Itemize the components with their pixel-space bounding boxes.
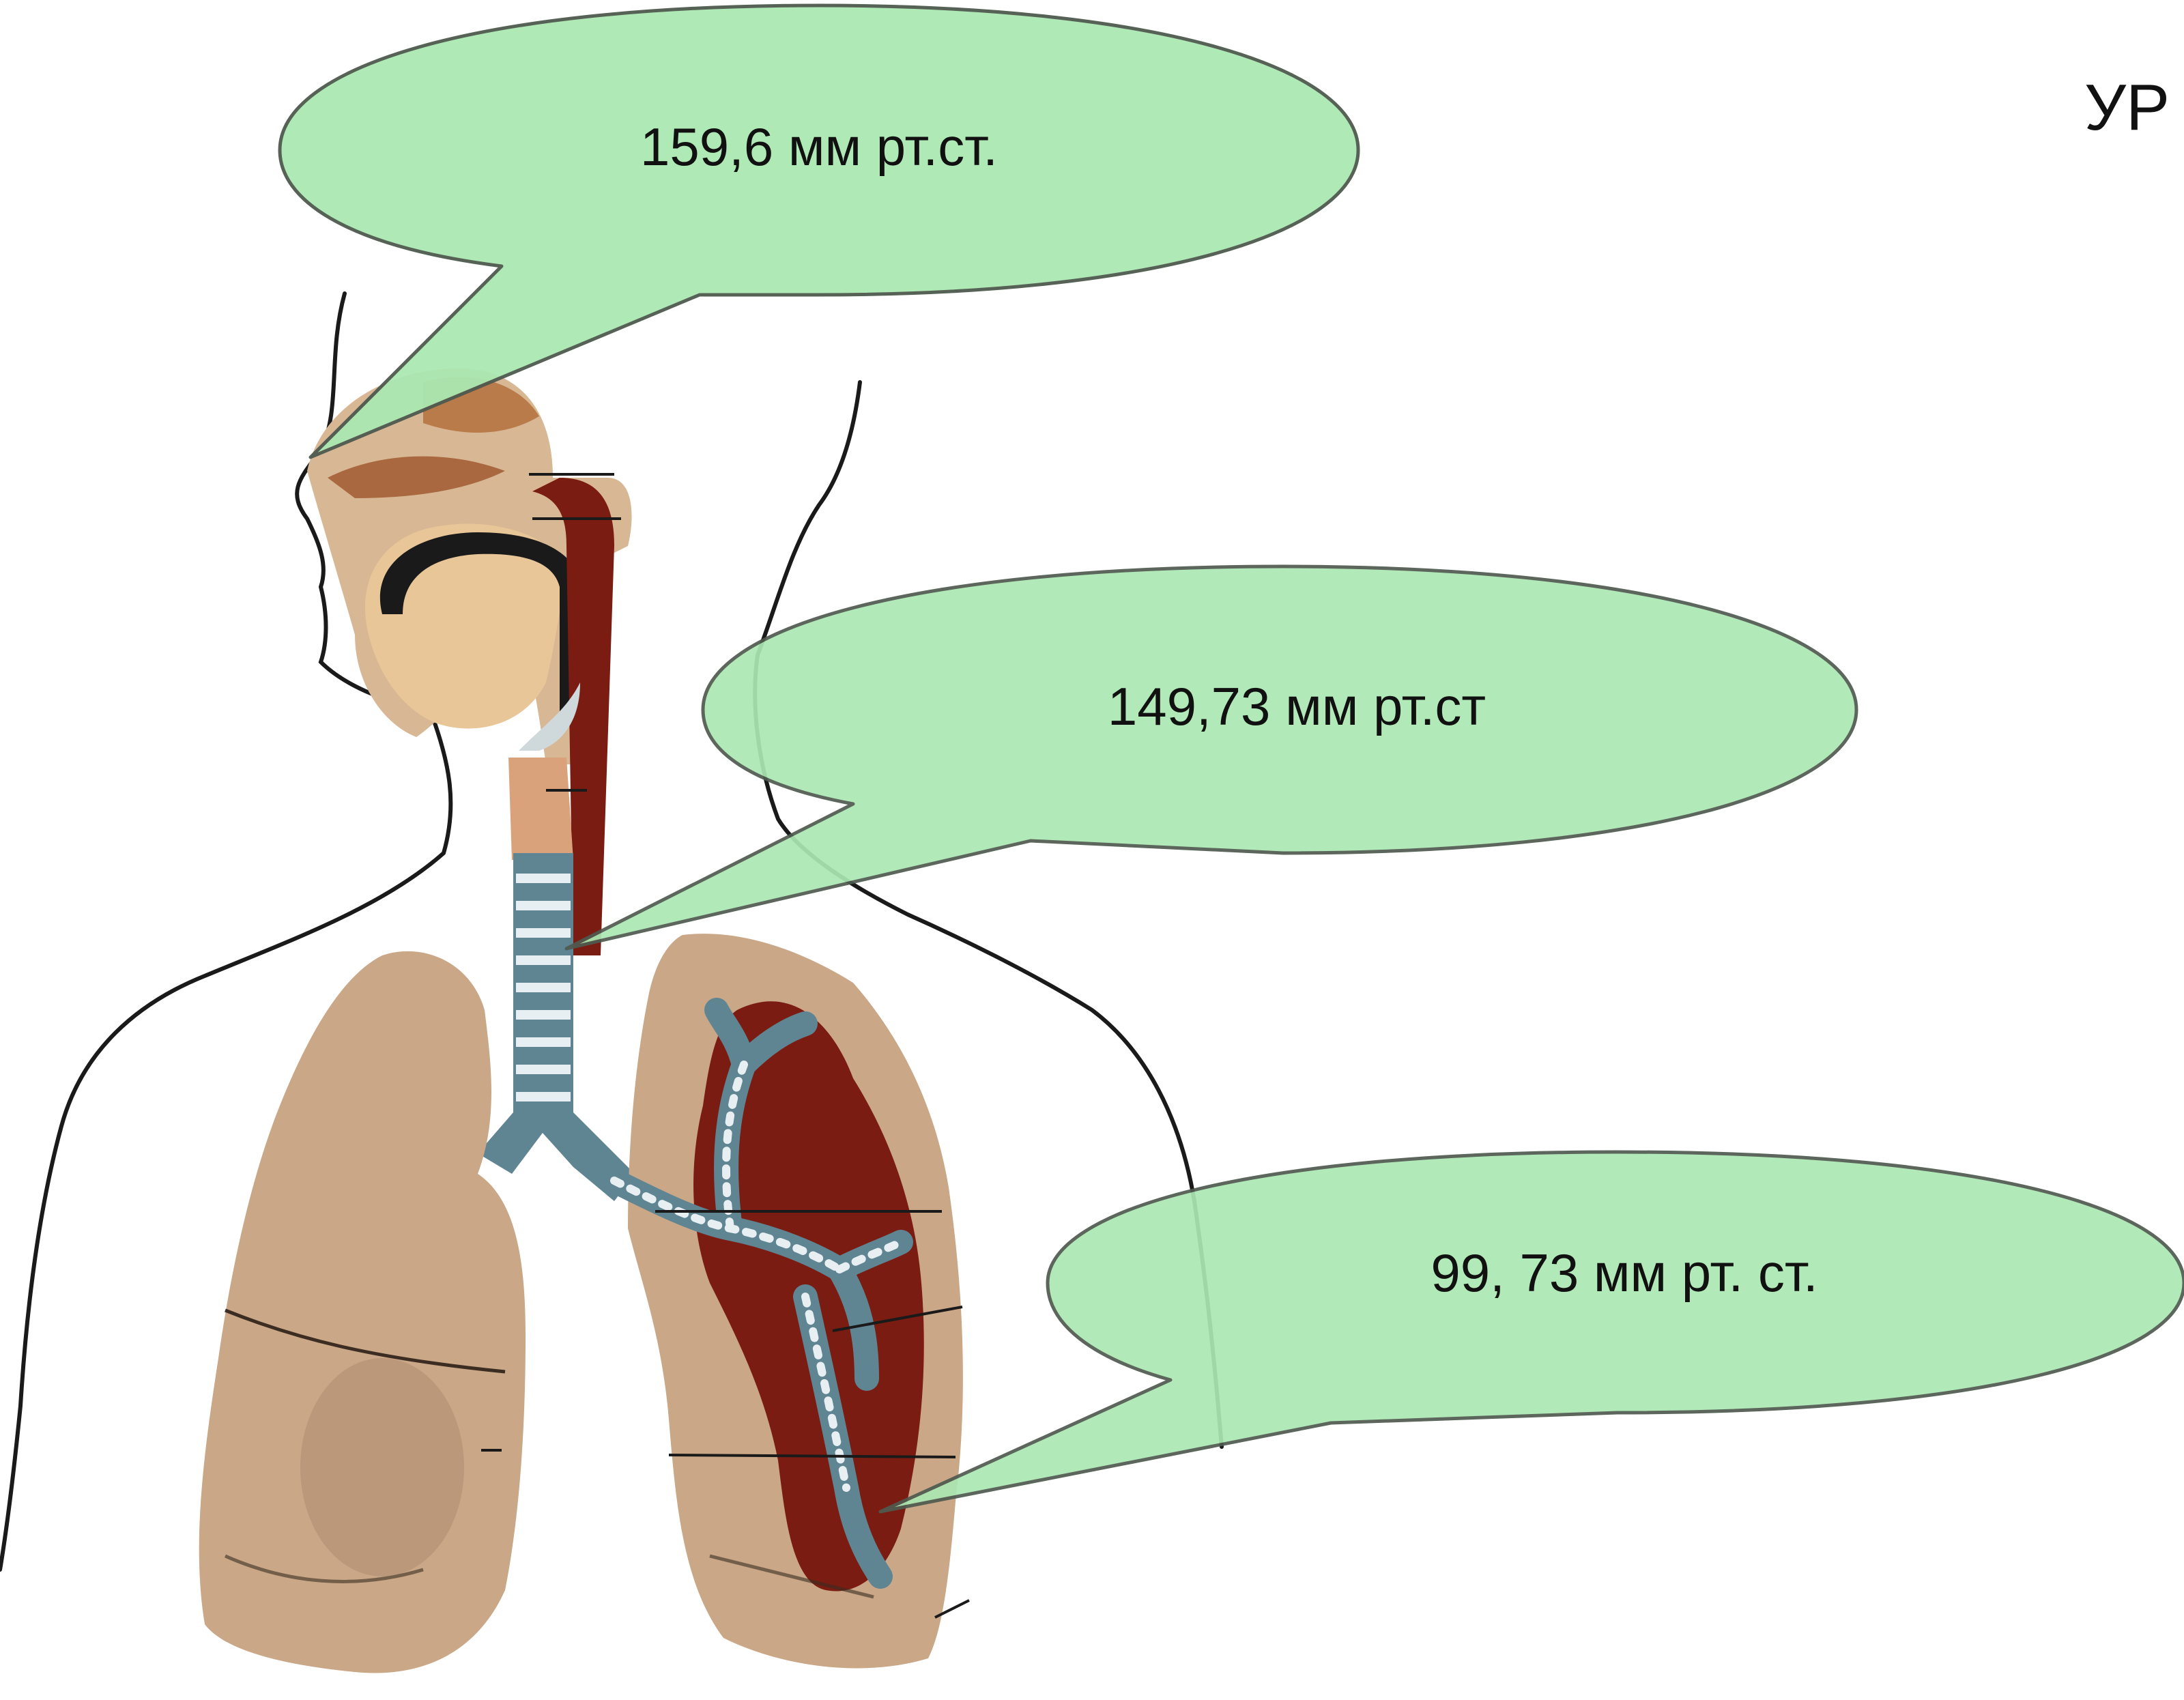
trachea — [478, 758, 635, 1201]
left-lung — [199, 951, 526, 1673]
callout-bubble-trachea — [566, 566, 1856, 949]
callout-label-trachea: 149,73 мм рт.ст — [1003, 676, 1590, 738]
callout-label-alveoli: 99, 73 мм рт. ст. — [1338, 1242, 1911, 1304]
right-lung — [614, 934, 963, 1668]
callout-bubble-nasal — [280, 5, 1358, 457]
callout-bubble-alveoli — [880, 1152, 2184, 1512]
head-airways — [307, 369, 632, 955]
heading-fragment: УР — [2084, 70, 2170, 145]
callout-label-nasal: 159,6 мм рт.ст. — [560, 116, 1078, 178]
